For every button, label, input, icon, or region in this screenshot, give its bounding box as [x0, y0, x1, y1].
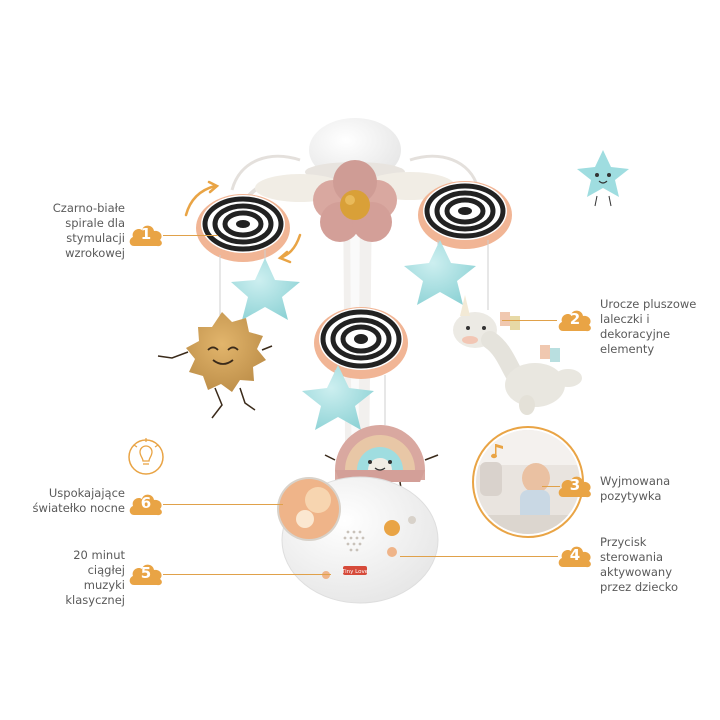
- rainbow-plush: [324, 425, 439, 496]
- star-plush-left: [231, 258, 300, 320]
- star-plush-middle: [302, 365, 374, 430]
- music-box: Tiny Love: [277, 476, 439, 604]
- feature-number-2: 2: [569, 310, 581, 328]
- feature-number-3: 3: [569, 476, 581, 494]
- feature-badge-2: 2: [557, 305, 593, 335]
- feature-label-5: 20 minut ciągłej muzyki klasycznej: [65, 548, 125, 607]
- feature-label-6: Uspokajające światełko nocne: [32, 486, 125, 515]
- cloud-badge-icon: [558, 476, 591, 498]
- music-note-icon: [491, 444, 503, 459]
- removable-music-box-photo: [472, 426, 584, 538]
- control-button[interactable]: [384, 520, 400, 536]
- spiral-disc-left: [196, 194, 290, 262]
- feature-badge-3: 3: [557, 471, 593, 501]
- cloud-badge-icon: [129, 225, 162, 247]
- star-plush-icon: [577, 150, 629, 207]
- rotation-arrows: [184, 180, 302, 264]
- feature-label-3: Wyjmowana pozytywka: [600, 474, 671, 503]
- feature-number-5: 5: [140, 564, 152, 582]
- connector-4: [400, 556, 558, 557]
- connector-3: [542, 486, 560, 487]
- cloud-badge-icon: [558, 310, 591, 332]
- light-bulb-icon: [128, 438, 164, 475]
- feature-number-4: 4: [569, 546, 581, 564]
- feature-number-1: 1: [140, 225, 152, 243]
- connector-1: [163, 235, 218, 236]
- feature-badge-1: 1: [128, 220, 164, 250]
- feature-badge-5: 5: [128, 559, 164, 589]
- spiral-disc-right: [418, 181, 512, 249]
- feature-label-2: Urocze pluszowe laleczki i dekoracyjne e…: [600, 297, 697, 356]
- star-plush-right: [404, 240, 476, 305]
- brand-logo-text: Tiny Love: [341, 569, 369, 575]
- connector-2: [502, 320, 557, 321]
- cloud-badge-icon: [129, 494, 162, 516]
- feature-badge-6: 6: [128, 489, 164, 519]
- connector-6: [163, 504, 283, 505]
- feature-number-6: 6: [140, 494, 152, 512]
- cloud-badge-icon: [558, 546, 591, 568]
- unicorn-plush: [453, 295, 582, 415]
- feature-badge-4: 4: [557, 541, 593, 571]
- feature-label-1: Czarno-białe spirale dla stymulacji wzro…: [52, 201, 125, 260]
- cloud-badge-icon: [129, 564, 162, 586]
- connector-5: [163, 574, 331, 575]
- sun-plush: [157, 312, 273, 419]
- feature-label-4: Przycisk sterowania aktywowany przez dzi…: [600, 535, 679, 594]
- spiral-disc-middle: [314, 307, 408, 379]
- brand-logo: [343, 566, 367, 575]
